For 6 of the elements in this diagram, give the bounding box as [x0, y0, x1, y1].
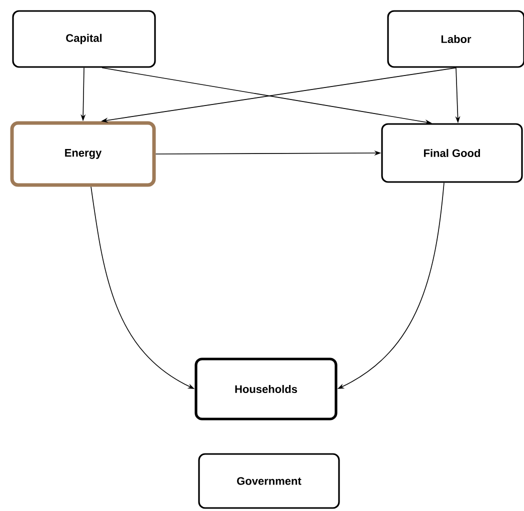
process-box: Households: [194, 358, 338, 420]
process-box: Energy: [10, 121, 156, 187]
process-box: Government: [198, 453, 340, 509]
process-box: Capital: [12, 10, 156, 68]
process-box: Labor: [387, 10, 524, 68]
process-box: Final Good: [381, 123, 523, 183]
